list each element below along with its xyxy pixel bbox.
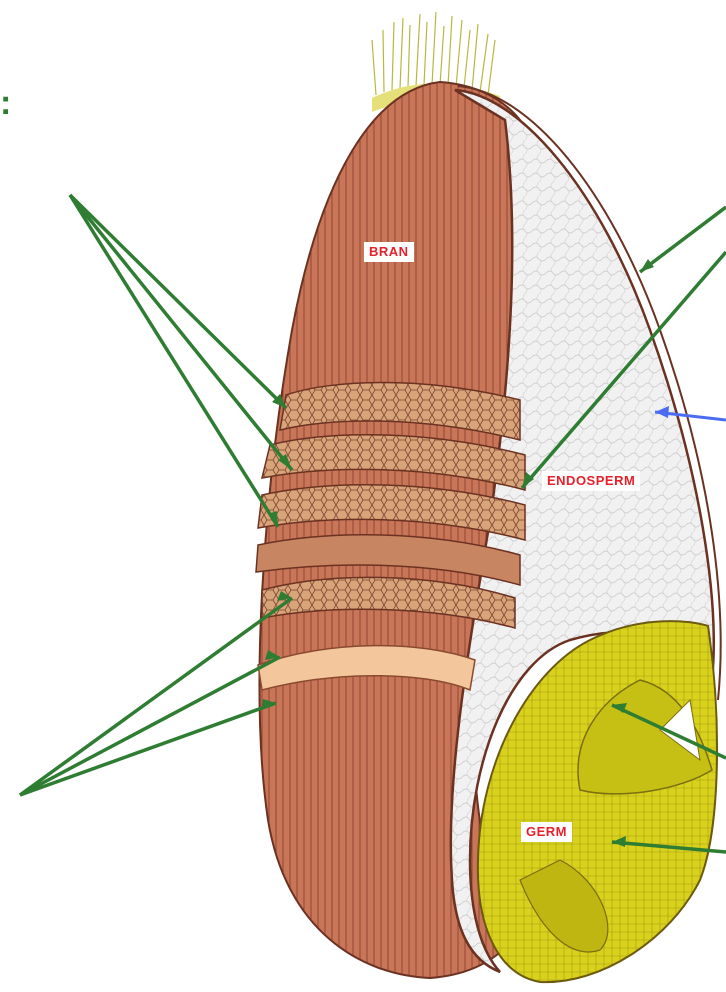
- label-endosperm: ENDOSPERM: [542, 471, 640, 491]
- label-bran: BRAN: [364, 242, 414, 262]
- slide-colon-mark: :: [0, 86, 11, 120]
- label-germ: GERM: [521, 822, 572, 842]
